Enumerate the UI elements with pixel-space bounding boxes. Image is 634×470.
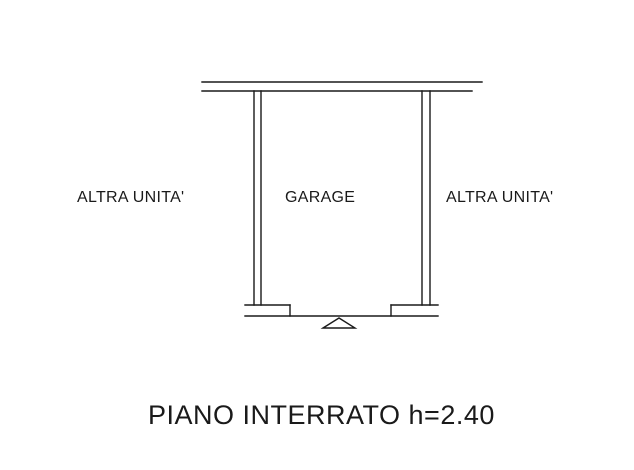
room-label-left-unit: ALTRA UNITA' [77, 189, 185, 206]
left-wall [253, 90, 262, 306]
room-label-right-unit: ALTRA UNITA' [446, 189, 554, 206]
plan-caption: PIANO INTERRATO h=2.40 [148, 400, 495, 430]
right-wall [421, 90, 431, 306]
top-wall [201, 81, 483, 92]
bottom-right-jamb [390, 304, 439, 317]
entrance-marker-icon [320, 317, 358, 329]
bottom-left-jamb [244, 304, 291, 317]
room-label-garage: GARAGE [285, 189, 356, 206]
